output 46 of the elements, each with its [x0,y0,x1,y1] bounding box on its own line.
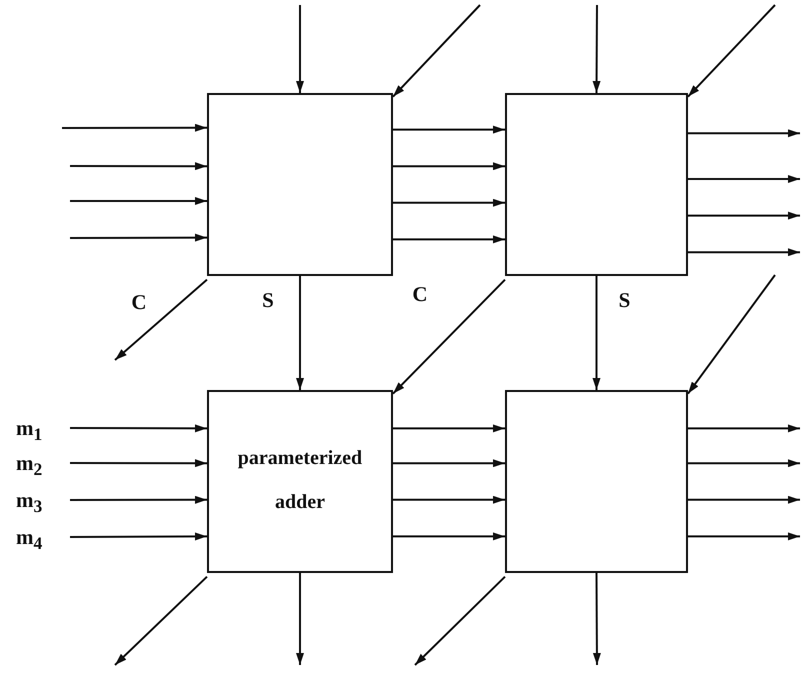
arrow [592,573,601,665]
arrow [414,576,506,666]
adder-block [207,390,393,573]
arrow [688,459,800,468]
arrow [70,496,207,504]
arrow [70,424,207,432]
arrow [393,126,505,134]
arrow [688,532,800,540]
arrow [70,162,207,170]
input-label: m$_{2}$ [10,451,66,475]
arrow [393,459,505,468]
arrow [296,276,304,390]
adder-block [505,390,688,573]
arrow [392,4,481,98]
arrow [70,459,207,468]
arrow [393,235,505,244]
arrow [393,496,505,504]
arrow [392,278,506,394]
arrow [296,5,304,93]
arrow [393,532,505,540]
input-label: m$_{4}$ [10,525,66,549]
input-label: m$_{1}$ [10,416,66,440]
arrow [62,124,207,132]
arrow [688,248,800,256]
arrow [296,573,304,665]
arrow [70,234,207,242]
arrow [114,576,208,666]
arrow [114,278,208,361]
arrow [688,129,800,138]
arrow [393,198,505,207]
arrow [393,424,505,432]
arrow [687,274,776,394]
input-label: m$_{3}$ [10,488,66,512]
arrow [688,212,800,220]
arrow [688,496,800,504]
adder-block [505,93,688,276]
arrow [70,532,207,540]
block-label: parameterized adder [236,446,364,515]
arrow [592,5,601,93]
arrow [688,175,800,183]
arrow [393,162,505,170]
arrow [687,4,776,98]
arrow [592,276,600,390]
arrow [70,196,207,205]
adder-block [207,93,393,276]
arrow [688,424,800,432]
